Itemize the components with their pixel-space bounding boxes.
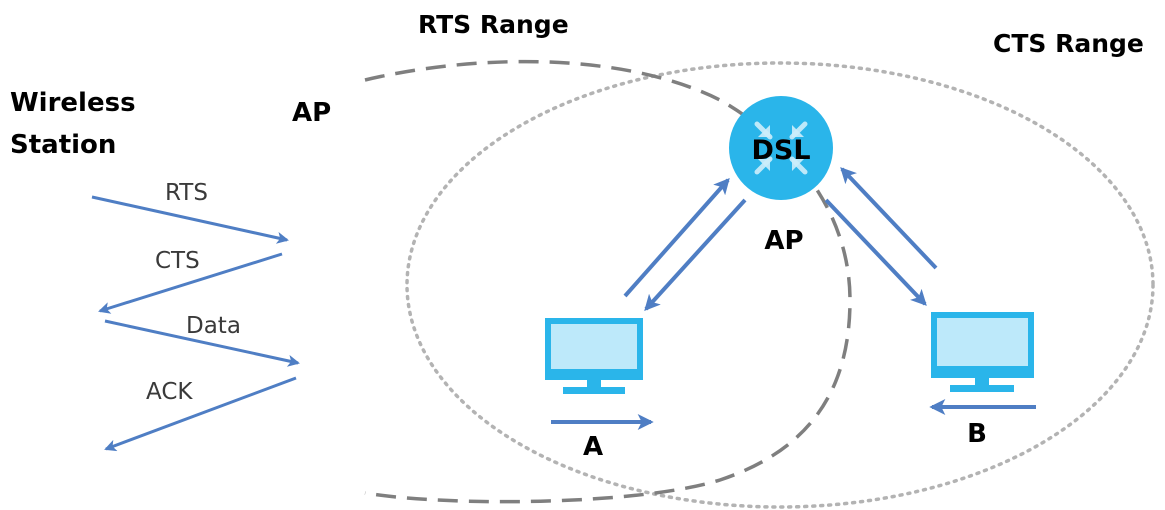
cts-range-title: CTS Range [993, 29, 1144, 58]
ack-text: ACK [146, 379, 193, 405]
router-dsl-text: DSL [751, 135, 810, 166]
rts-text: RTS [165, 180, 208, 206]
rts-arrow [91, 195, 289, 244]
dsl-router-icon: DSL [729, 96, 833, 200]
wireless-station-label-line2: Station [10, 130, 116, 160]
b-to-ap-arrow [840, 167, 938, 270]
ap-label-router: AP [764, 226, 803, 256]
ap-to-a-arrow [644, 198, 747, 311]
ap-to-b-arrow [824, 198, 927, 306]
cts-range-ellipse [405, 61, 1155, 509]
station-a-label: A [583, 432, 603, 462]
station-b-label: B [967, 419, 987, 449]
ack-arrow [104, 376, 297, 452]
rts-range-dashed-curve [364, 59, 852, 504]
wireless-station-label-line1: Wireless [10, 88, 136, 118]
computer-a-icon [545, 318, 643, 394]
ap-label-left: AP [292, 98, 331, 128]
data-text: Data [186, 313, 241, 339]
data-arrow [104, 319, 300, 367]
cts-text: CTS [155, 248, 200, 274]
rts-range-title: RTS Range [418, 10, 569, 39]
a-to-ap-arrow [623, 178, 730, 298]
cts-arrow [98, 252, 283, 314]
computer-b-icon [931, 312, 1034, 392]
